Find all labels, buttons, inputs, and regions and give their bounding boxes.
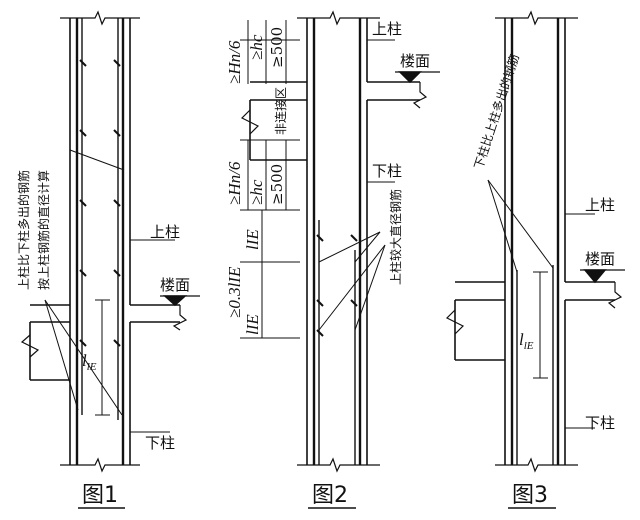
figure-1-calc-note: 按上柱钢筋的直径计算 bbox=[36, 170, 51, 290]
figure-2-floor-label: 楼面 bbox=[400, 52, 430, 70]
figure-3-lower-column-label: 下柱 bbox=[585, 414, 615, 432]
figure-3-lle-dimension: llE bbox=[519, 330, 534, 352]
figure-2-hc-top: ≥hc bbox=[247, 34, 266, 60]
figure-1-lle-dimension: llE bbox=[82, 351, 97, 373]
figure-2-hn6-bot: ≥Hn/6 bbox=[225, 161, 244, 205]
figure-3 bbox=[445, 10, 625, 473]
figure-2-caption: 图2 bbox=[312, 483, 348, 508]
figure-1-extra-bar-note: 上柱比下柱多出的钢筋 bbox=[16, 170, 31, 290]
figure-3-floor-label: 楼面 bbox=[585, 250, 615, 268]
figure-2-upper-column-label: 上柱 bbox=[372, 20, 402, 38]
figure-2 bbox=[240, 10, 440, 473]
figure-2-lle-bot: lIE bbox=[243, 314, 262, 335]
figure-1-floor-label: 楼面 bbox=[160, 276, 190, 294]
figure-1-upper-column-label: 上柱 bbox=[150, 223, 180, 241]
figure-2-500-bot: ≥500 bbox=[268, 164, 286, 205]
figure-2-03lle: ≥0.3lIE bbox=[225, 266, 244, 318]
figure-2-lower-column-label: 下柱 bbox=[372, 162, 402, 180]
figure-3-caption: 图3 bbox=[512, 483, 548, 508]
figure-3-extra-bar-note: 下柱比上柱多出的钢筋 bbox=[471, 52, 522, 171]
figure-3-upper-column-label: 上柱 bbox=[585, 196, 615, 214]
figure-2-hn6-top: ≥Hn/6 bbox=[225, 40, 244, 84]
figure-2-lle-mid: lIE bbox=[243, 229, 262, 250]
figure-1-lower-column-label: 下柱 bbox=[145, 434, 175, 452]
figure-2-larger-bar-note: 上柱较大直径钢筋 bbox=[388, 189, 403, 285]
figure-2-500-top: ≥500 bbox=[268, 27, 286, 68]
figure-1-caption: 图1 bbox=[82, 483, 118, 508]
figure-1 bbox=[20, 10, 200, 473]
figure-2-non-connect-note: 非连接区 bbox=[273, 87, 288, 135]
figure-2-hc-bot: ≥hc bbox=[247, 179, 266, 205]
